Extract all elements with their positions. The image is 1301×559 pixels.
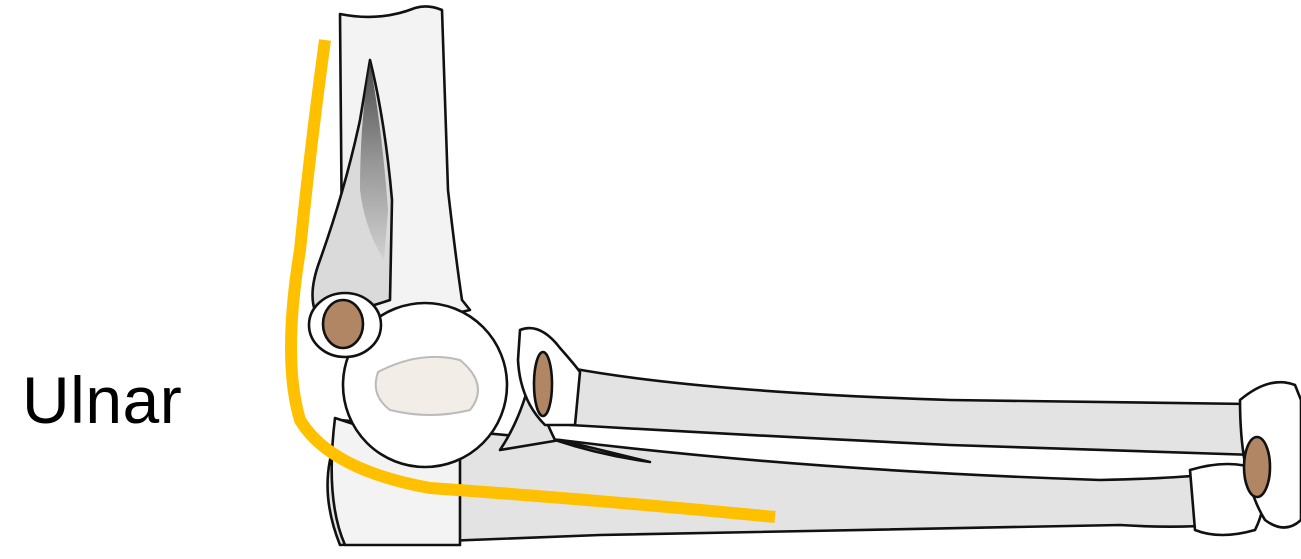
radius <box>570 368 1255 455</box>
wrist-sesamoid <box>1244 437 1270 497</box>
epicondyle-sesamoid <box>323 300 363 348</box>
trochlea-cartilage <box>376 357 478 415</box>
nerve-label: Ulnar <box>22 362 182 438</box>
radius-sesamoid <box>534 352 552 416</box>
